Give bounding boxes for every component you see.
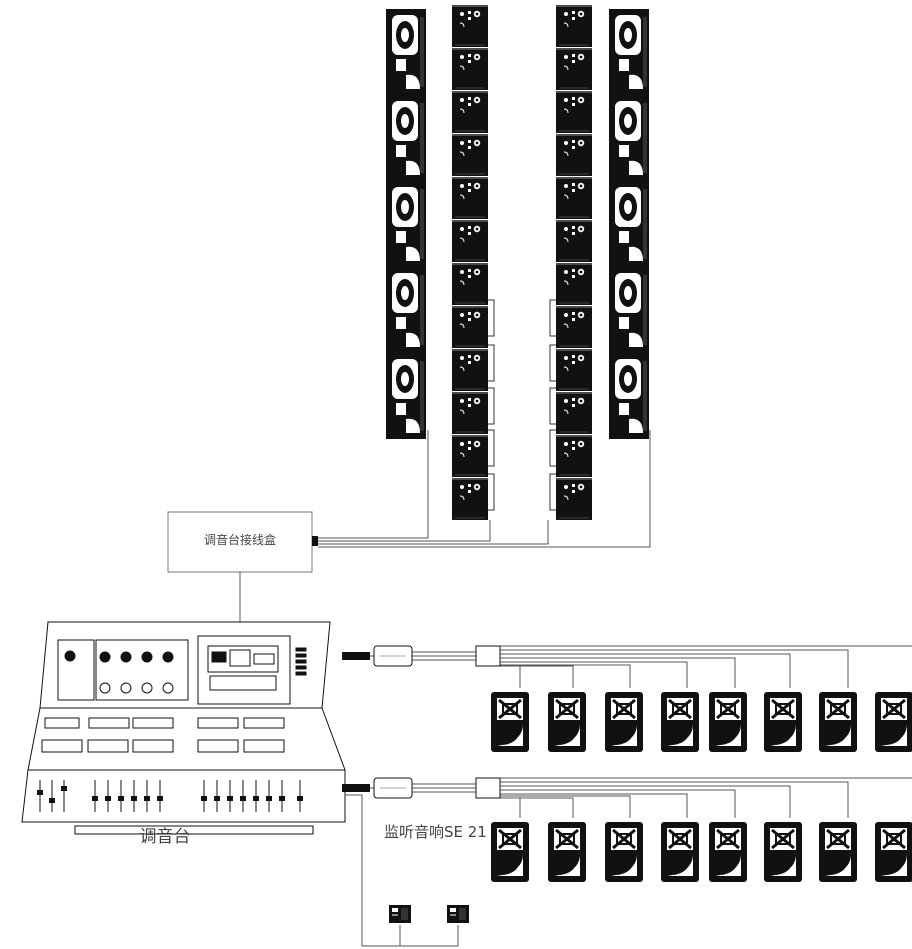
junction-box <box>167 511 318 573</box>
monitor-row-2 <box>489 820 912 884</box>
splitter-2 <box>342 777 501 799</box>
array-jumpers <box>488 299 556 511</box>
column-array-3 <box>555 4 593 521</box>
monitor-label: 监听音响SE 21 <box>384 823 487 841</box>
mixing-console <box>21 621 346 835</box>
column-array-1 <box>386 9 426 439</box>
console-label: 调音台 <box>139 827 191 847</box>
small-units <box>388 904 470 924</box>
column-array-2 <box>451 4 489 521</box>
array-feed-cables <box>239 430 651 622</box>
splitter-1 <box>342 645 501 667</box>
column-array-4 <box>609 9 649 439</box>
junction-box-label: 调音台接线盒 <box>203 533 276 547</box>
monitor-cables <box>342 645 912 947</box>
monitor-row-1 <box>489 690 912 754</box>
